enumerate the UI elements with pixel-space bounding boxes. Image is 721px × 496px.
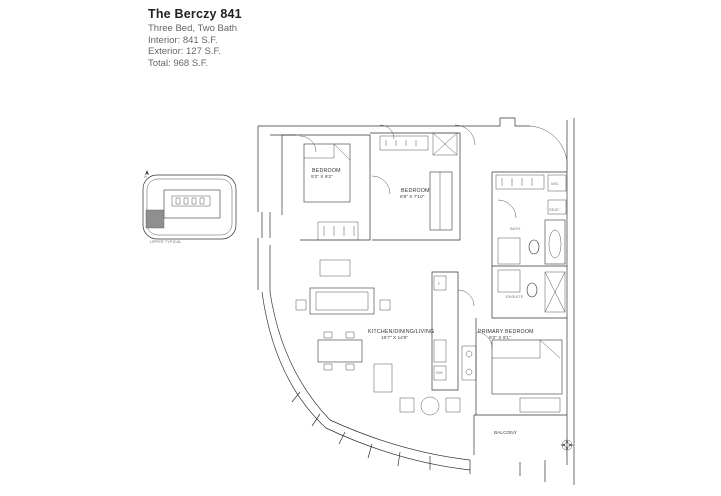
balcony-chair-right	[445, 397, 461, 413]
bath-vanity	[497, 237, 521, 265]
bedroom-2-dresser	[379, 135, 429, 151]
balcony-label: BALCONY	[494, 430, 518, 436]
fridge	[433, 275, 447, 291]
bathtub	[544, 219, 566, 265]
north-label: N	[144, 174, 147, 179]
dining-chairs	[323, 331, 355, 371]
bedroom-2-dims: 8'9" X 7'10"	[400, 194, 425, 200]
bedroom-2-door-arc	[371, 175, 391, 195]
keyplan-unit-highlight	[145, 209, 165, 229]
ensuite: ENSUITE	[491, 265, 567, 319]
keyplan-inner-outline	[146, 178, 233, 236]
keyplan-units	[175, 197, 205, 205]
top-wall	[258, 117, 530, 127]
exterior-area: Exterior: 127 S.F.	[148, 46, 221, 57]
bedroom-1-door-arc	[299, 135, 317, 153]
ensuite-shower	[544, 271, 566, 313]
dishwasher-label: DW	[436, 370, 443, 375]
west-window	[261, 212, 271, 238]
exterior-walls	[257, 117, 575, 485]
bedroom-2-walls	[370, 132, 461, 241]
primary-label: PRIMARY BEDROOM	[478, 329, 534, 335]
dishwasher	[433, 365, 447, 381]
primary-bed	[491, 339, 563, 395]
wic: WIC	[491, 171, 567, 266]
bedroom-1-desk	[317, 221, 359, 241]
tv-console	[319, 259, 351, 277]
curved-wall-inner	[269, 291, 471, 461]
balcony-door-arc	[529, 125, 568, 171]
primary-dims: 9'2" X 9'1"	[489, 335, 511, 341]
bedroom-2-label: BEDROOM	[401, 188, 430, 194]
keyplan-label: UPPER TYPICAL	[150, 239, 182, 244]
keyplan-outline	[142, 174, 237, 240]
ensuite-vanity	[497, 269, 521, 293]
kitchen-label: KITCHEN/DINING/LIVING	[368, 329, 434, 335]
bedroom-1-label: BEDROOM	[312, 168, 341, 174]
west-wall-mid	[257, 238, 271, 292]
kitchen-dims: 16'7" X 14'6"	[381, 335, 408, 341]
bedroom-1: BEDROOM 9'2" X 9'2"	[281, 134, 371, 241]
kitchen-dining-living: KITCHEN/DINING/LIVING 16'7" X 14'6"	[295, 259, 461, 416]
seat-label: SEAT	[549, 207, 560, 212]
kitchen-door-arc	[457, 289, 475, 307]
bath-door-arc	[497, 199, 517, 219]
unit-title: The Berczy 841	[148, 7, 242, 21]
bath-label: BATH	[510, 226, 520, 231]
ensuite-toilet	[526, 282, 538, 298]
primary-door-arc	[475, 331, 493, 349]
sink	[433, 339, 447, 363]
bedroom-2-storage	[432, 132, 458, 156]
side-table-right	[379, 299, 391, 311]
dining-cabinet	[373, 363, 393, 393]
bedroom-1-dims: 9'2" X 9'2"	[311, 174, 333, 180]
unit-header: The Berczy 841 Three Bed, Two Bath Inter…	[148, 6, 242, 69]
sofa	[309, 287, 375, 315]
primary-dresser	[519, 397, 561, 413]
closet-door-arc	[379, 124, 395, 140]
entry-door-arc	[454, 124, 476, 146]
total-area: Total: 968 S.F.	[148, 57, 209, 69]
wic-label: WIC	[551, 181, 559, 186]
bath-toilet	[528, 239, 540, 255]
bedroom-2: BEDROOM 8'9" X 7'10"	[370, 132, 461, 241]
balcony-table	[420, 396, 440, 416]
north-arrow-icon	[145, 170, 149, 175]
bedroom-1-bed	[303, 143, 351, 203]
curved-wall-outer	[261, 291, 471, 471]
balcony-railing	[291, 391, 546, 482]
kitchen-counters: F DW	[431, 271, 477, 391]
bedroom-1-bed-cover	[304, 143, 351, 161]
seat: SEAT	[547, 199, 567, 215]
keyplan-core	[171, 195, 211, 207]
fridge-label: F	[438, 281, 441, 286]
key-plan: UPPER TYPICAL N	[142, 170, 237, 244]
dining-table	[317, 339, 363, 363]
primary-bedroom: PRIMARY BEDROOM 9'2" X 9'1"	[475, 318, 563, 415]
ensuite-label: ENSUITE	[506, 294, 524, 299]
compass-icon	[560, 438, 574, 452]
bath: BATH	[497, 199, 566, 265]
balcony-chair-left	[399, 397, 415, 413]
unit-description: Three Bed, Two Bath	[148, 23, 238, 34]
interior-area: Interior: 841 S.F.	[148, 34, 218, 46]
bedroom-2-bed	[429, 171, 453, 231]
side-table-left	[295, 299, 307, 311]
